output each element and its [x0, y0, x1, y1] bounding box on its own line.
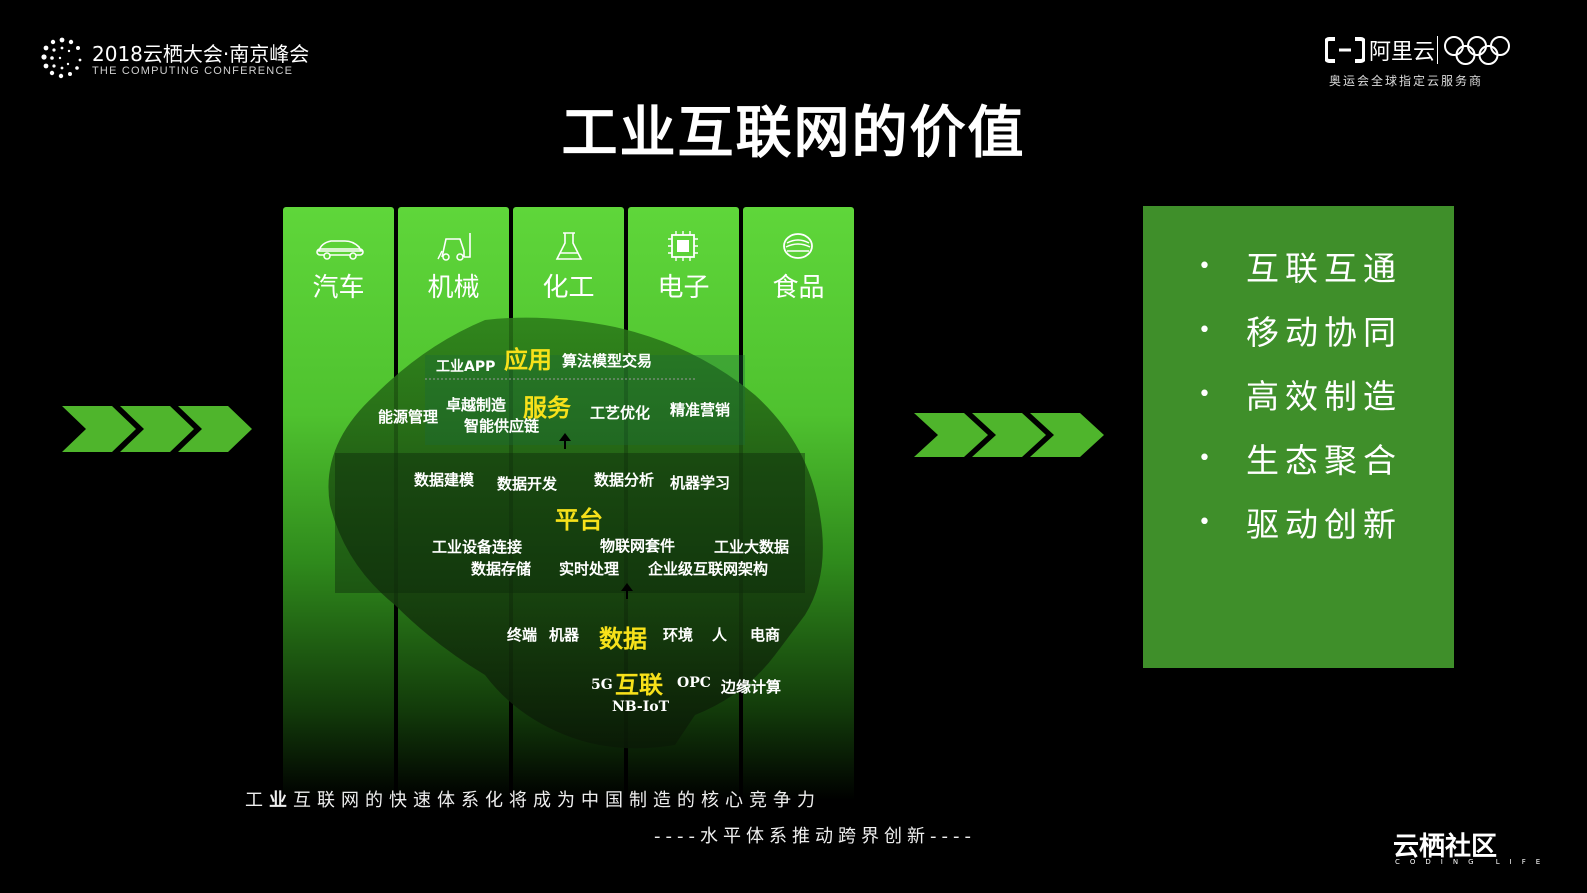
- value-item: • 生态聚合: [1143, 434, 1454, 498]
- value-item: • 高效制造: [1143, 370, 1454, 434]
- bullet-icon: •: [1198, 254, 1211, 279]
- flask-icon: [555, 232, 583, 260]
- connect-item: OPC: [677, 675, 711, 691]
- platform-item: 数据存储: [471, 560, 532, 578]
- value-item: • 互联互通: [1143, 242, 1454, 306]
- logo-divider: [1437, 36, 1438, 64]
- page-title: 工业互联网的价值: [561, 101, 1026, 166]
- service-layer-heading: 服务: [523, 394, 571, 422]
- value-text: 生态聚合: [1246, 441, 1402, 480]
- service-item: 工艺优化: [590, 404, 651, 422]
- platform-item: 物联网套件: [600, 537, 676, 555]
- brand-name: 阿里云: [1369, 40, 1436, 65]
- value-list: • 互联互通 • 移动协同 • 高效制造 • 生态聚合 • 驱动创新: [1143, 242, 1454, 562]
- connect-item: 5G: [591, 677, 613, 693]
- service-item: 能源管理: [378, 408, 439, 426]
- community-subtitle: CODING LIFE: [1395, 858, 1551, 866]
- connect-item: 边缘计算: [721, 678, 782, 696]
- summary-line: 工业互联网的快速体系化将成为中国制造的核心竞争力: [245, 786, 821, 812]
- community-logo: 云栖社区 CODING LIFE: [1393, 826, 1540, 870]
- platform-layer-heading: 平台: [555, 506, 603, 534]
- platform-item: 数据开发: [497, 475, 558, 493]
- conference-logo: 2018云栖大会·南京峰会 THE COMPUTING CONFERENCE: [40, 36, 340, 86]
- service-item: 精准营销: [670, 401, 731, 419]
- brain-silhouette: [328, 317, 823, 749]
- brand-subtitle: 奥运会全球指定云服务商: [1329, 74, 1484, 88]
- platform-item: 实时处理: [559, 560, 620, 578]
- bullet-icon: •: [1198, 318, 1211, 343]
- data-item: 机器: [549, 626, 580, 644]
- value-item: • 驱动创新: [1143, 498, 1454, 562]
- platform-item: 数据分析: [594, 471, 655, 489]
- industry-label: 电子: [657, 273, 710, 303]
- value-text: 驱动创新: [1246, 505, 1402, 544]
- conference-title: 2018云栖大会·南京峰会: [92, 42, 310, 66]
- data-item: 环境: [663, 626, 694, 644]
- bullet-icon: •: [1198, 382, 1211, 407]
- connect-item: NB-IoT: [612, 699, 670, 715]
- right-chevron-arrow-icon: [914, 413, 1104, 457]
- data-item: 电商: [750, 626, 781, 644]
- platform-item: 数据建模: [414, 471, 475, 489]
- cloud-dots-icon: [41, 37, 82, 79]
- data-layer-heading: 数据: [599, 625, 647, 653]
- value-list-box: • 互联互通 • 移动协同 • 高效制造 • 生态聚合 • 驱动创新: [1143, 206, 1454, 668]
- bullet-icon: •: [1198, 510, 1211, 535]
- summary-text-part: 工: [245, 790, 269, 811]
- forklift-icon: [437, 233, 471, 261]
- industry-label: 机械: [427, 273, 480, 303]
- conference-subtitle: THE COMPUTING CONFERENCE: [92, 65, 294, 77]
- tagline: ----水平体系推动跨界创新----: [654, 826, 976, 847]
- data-item: 人: [712, 626, 728, 644]
- value-text: 高效制造: [1246, 377, 1402, 416]
- connect-layer-heading: 互联: [615, 671, 663, 699]
- industry-label: 化工: [542, 273, 595, 303]
- summary-text-part: 业: [269, 790, 293, 811]
- platform-item: 机器学习: [670, 474, 731, 492]
- bullet-icon: •: [1198, 446, 1211, 471]
- value-text: 互联互通: [1246, 249, 1402, 288]
- platform-item: 企业级互联网架构: [648, 560, 769, 578]
- service-item: 卓越制造: [446, 396, 507, 414]
- left-chevron-arrow-icon: [62, 406, 252, 452]
- industry-label: 食品: [772, 273, 825, 303]
- value-item: • 移动协同: [1143, 306, 1454, 370]
- app-item: 算法模型交易: [562, 352, 653, 370]
- alibaba-cloud-logo: 阿里云 奥运会全球指定云服务商: [1325, 32, 1515, 90]
- industry-label: 汽车: [312, 273, 365, 303]
- car-icon: [316, 240, 364, 260]
- data-item: 终端: [507, 626, 538, 644]
- alibaba-cloud-mark-icon: [1325, 37, 1365, 63]
- value-text: 移动协同: [1246, 313, 1402, 352]
- community-name: 云栖社区: [1393, 832, 1498, 862]
- chip-icon: [668, 231, 698, 261]
- platform-item: 工业大数据: [714, 538, 790, 556]
- food-bowl-icon: [783, 233, 813, 259]
- summary-text-part: 互联网的快速体系化将成为中国制造的核心竞争力: [293, 790, 821, 811]
- platform-item: 工业设备连接: [432, 538, 523, 556]
- app-layer-heading: 应用: [504, 346, 552, 374]
- app-item: 工业APP: [436, 359, 496, 375]
- olympic-rings-icon: [1444, 36, 1510, 65]
- service-item: 智能供应链: [464, 417, 540, 435]
